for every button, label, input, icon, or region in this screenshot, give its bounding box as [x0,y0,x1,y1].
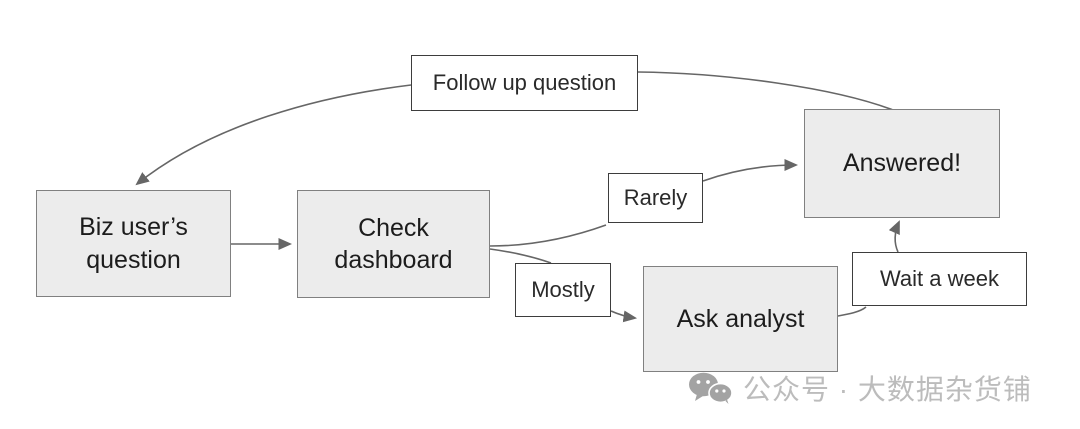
edge-rarely-to-answered [702,159,799,182]
edge-wait-to-answered [888,220,900,253]
edge-check-to-rarely [489,224,607,247]
edge-ask-to-wait [837,306,867,317]
edge-followup-to-biz [135,84,412,186]
edge-label-follow-up-question: Follow up question [411,55,638,111]
node-biz-users-question: Biz user’s question [36,190,231,297]
edge-mostly-to-ask [610,310,638,323]
edge-label-rarely: Rarely [608,173,703,223]
node-check-dashboard: Check dashboard [297,190,490,298]
node-check-label: Check dashboard [334,213,453,275]
node-answered: Answered! [804,109,1000,218]
followup-label: Follow up question [432,70,617,95]
node-ask-analyst: Ask analyst [643,266,838,372]
edge-label-wait-a-week: Wait a week [852,252,1027,306]
rarely-label: Rarely [623,185,688,210]
watermark: 公众号 · 大数据杂货铺 [688,368,1032,408]
wechat-icon [688,372,734,404]
node-ask-label: Ask analyst [676,304,805,333]
edge-label-mostly: Mostly [515,263,611,317]
node-answered-label: Answered! [842,149,962,178]
mostly-label: Mostly [531,277,595,302]
node-biz-label: Biz user’s question [79,213,188,274]
wait-label: Wait a week [879,266,999,291]
edge-check-to-mostly [489,248,552,264]
watermark-text: 公众号 · 大数据杂货铺 [743,374,1032,405]
edge-answered-to-followup [637,71,894,111]
